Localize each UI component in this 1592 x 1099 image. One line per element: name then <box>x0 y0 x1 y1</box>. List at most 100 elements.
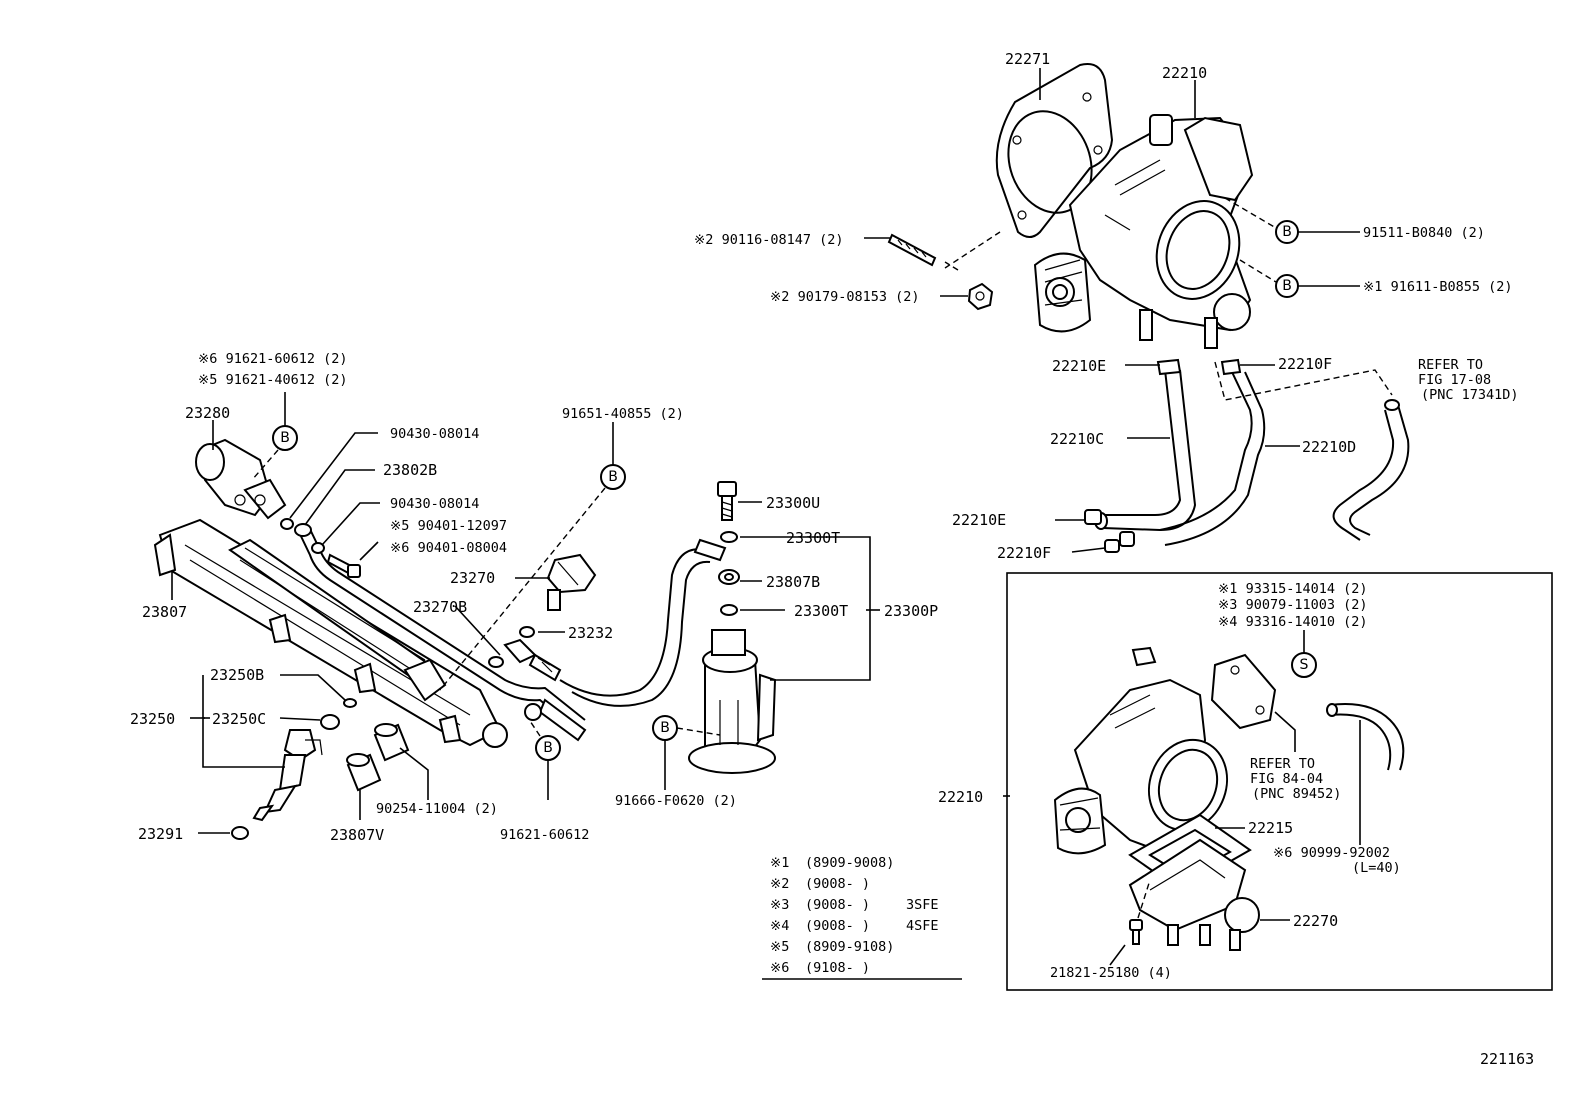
label-22215: 22215 <box>1248 819 1293 837</box>
legend-range: (9008- ) <box>805 876 870 892</box>
stud-90116 <box>887 233 937 267</box>
fuel-pipe-23802B <box>297 524 587 742</box>
label-91651: 91651-40855 (2) <box>562 406 684 422</box>
label-23300T-a: 23300T <box>786 529 840 547</box>
inset-frame <box>1006 572 1553 991</box>
label-91511: 91511-B0840 (2) <box>1363 225 1485 241</box>
label-refer2-a: REFER TO <box>1250 756 1315 772</box>
label-refer1-c: (PNC 17341D) <box>1421 387 1519 403</box>
legend-note: 4SFE <box>906 918 939 934</box>
callout-circle-b3: B <box>272 425 298 451</box>
svg-text:S: S <box>1300 657 1309 673</box>
gasket-23232 <box>519 626 535 638</box>
hose-22210D <box>1159 371 1266 546</box>
label-23807V: 23807V <box>330 826 384 844</box>
label-91611: ※1 91611-B0855 (2) <box>1363 279 1512 295</box>
hose-ref-17341D <box>1332 399 1410 541</box>
label-23250: 23250 <box>130 710 175 728</box>
legend-mark: ※6 <box>770 960 789 976</box>
legend-row: ※5 (8909-9108) <box>770 939 894 955</box>
label-23807: 23807 <box>142 603 187 621</box>
legend-row: ※4 (9008- ) 4SFE <box>770 918 939 934</box>
insulator-23291 <box>231 826 249 840</box>
label-refer1-a: REFER TO <box>1418 357 1483 373</box>
gasket-23300T-lower <box>720 604 738 616</box>
legend-mark: ※4 <box>770 918 789 934</box>
legend-range: (9008- ) <box>805 918 870 934</box>
legend-mark: ※1 <box>770 855 789 871</box>
label-91666: 91666-F0620 (2) <box>615 793 737 809</box>
hose-90999 <box>1326 703 1405 771</box>
injector-23250 <box>252 729 323 822</box>
label-23300P: 23300P <box>884 602 938 620</box>
pulsation-damper-23270 <box>546 553 597 611</box>
gasket-90430-a <box>280 518 294 530</box>
label-23250C: 23250C <box>212 710 266 728</box>
collar-90254 <box>373 723 410 762</box>
gasket-23300T-upper <box>720 531 738 543</box>
label-90430-a: 90430-08014 <box>390 426 479 442</box>
label-22270: 22270 <box>1293 912 1338 930</box>
label-refer2-c: (PNC 89452) <box>1252 786 1341 802</box>
label-91621-b: 91621-60612 <box>500 827 589 843</box>
label-23807B: 23807B <box>766 573 820 591</box>
svg-text:B: B <box>280 430 290 446</box>
label-93315: ※1 93315-14014 (2) <box>1218 581 1367 597</box>
fuel-rail-23807 <box>153 518 508 748</box>
label-22210E-b: 22210E <box>952 511 1006 529</box>
label-23270B: 23270B <box>413 598 467 616</box>
diagram-id: 221163 <box>1480 1050 1534 1068</box>
legend-range: (9008- ) <box>805 897 870 913</box>
label-90430-b: 90430-08014 <box>390 496 479 512</box>
legend-mark: ※5 <box>770 939 789 955</box>
oring-23250B <box>343 698 357 708</box>
collar-23807V <box>346 753 382 792</box>
svg-text:B: B <box>1282 278 1292 294</box>
svg-text:B: B <box>660 720 670 736</box>
legend-row: ※2 (9008- ) <box>770 876 870 892</box>
label-90254: 90254-11004 (2) <box>376 801 498 817</box>
bolt-90401 <box>326 553 361 578</box>
label-23270: 23270 <box>450 569 495 587</box>
hose-22210C <box>1094 369 1197 532</box>
label-90401-6: ※6 90401-08004 <box>390 540 507 556</box>
label-22271: 22271 <box>1005 50 1050 68</box>
label-90079: ※3 90079-11003 (2) <box>1218 597 1367 613</box>
label-91621-6: ※6 91621-60612 (2) <box>198 351 347 367</box>
label-90401-5: ※5 90401-12097 <box>390 518 507 534</box>
legend-mark: ※2 <box>770 876 789 892</box>
label-23232: 23232 <box>568 624 613 642</box>
union-23802B <box>294 523 312 537</box>
label-90116: ※2 90116-08147 (2) <box>694 232 843 248</box>
bolt-23300U <box>717 481 737 521</box>
label-22210D: 22210D <box>1302 438 1356 456</box>
fuel-filter-23300P <box>688 629 777 774</box>
legend-range: (8909-9008) <box>805 855 894 871</box>
label-23280: 23280 <box>185 404 230 422</box>
callout-circle-b4: B <box>600 464 626 490</box>
label-22210F-b: 22210F <box>997 544 1051 562</box>
label-90999: ※6 90999-92002 <box>1273 845 1390 861</box>
legend-row: ※3 (9008- ) 3SFE <box>770 897 939 913</box>
label-22210E-a: 22210E <box>1052 357 1106 375</box>
clamp-22210E-lower <box>1084 509 1102 525</box>
clamp-22210F-lower <box>1104 531 1135 553</box>
label-22210-top: 22210 <box>1162 64 1207 82</box>
label-22210C: 22210C <box>1050 430 1104 448</box>
label-90179: ※2 90179-08153 (2) <box>770 289 919 305</box>
gasket-90430-b <box>311 542 325 554</box>
throttle-body-lower <box>1053 646 1229 857</box>
label-91621-5: ※5 91621-40612 (2) <box>198 372 347 388</box>
label-refer2-b: FIG 84-04 <box>1250 771 1323 787</box>
svg-text:B: B <box>543 740 553 756</box>
label-22210-bottom: 22210 <box>938 788 983 806</box>
label-21821: 21821-25180 (4) <box>1050 965 1172 981</box>
grommet-23250C <box>320 714 340 730</box>
throttle-body-upper <box>1033 114 1254 349</box>
svg-text:B: B <box>1282 224 1292 240</box>
callout-circle-s1: S <box>1291 652 1317 678</box>
label-90999-length: (L=40) <box>1352 860 1401 876</box>
fuel-hose-to-filter <box>559 538 727 707</box>
